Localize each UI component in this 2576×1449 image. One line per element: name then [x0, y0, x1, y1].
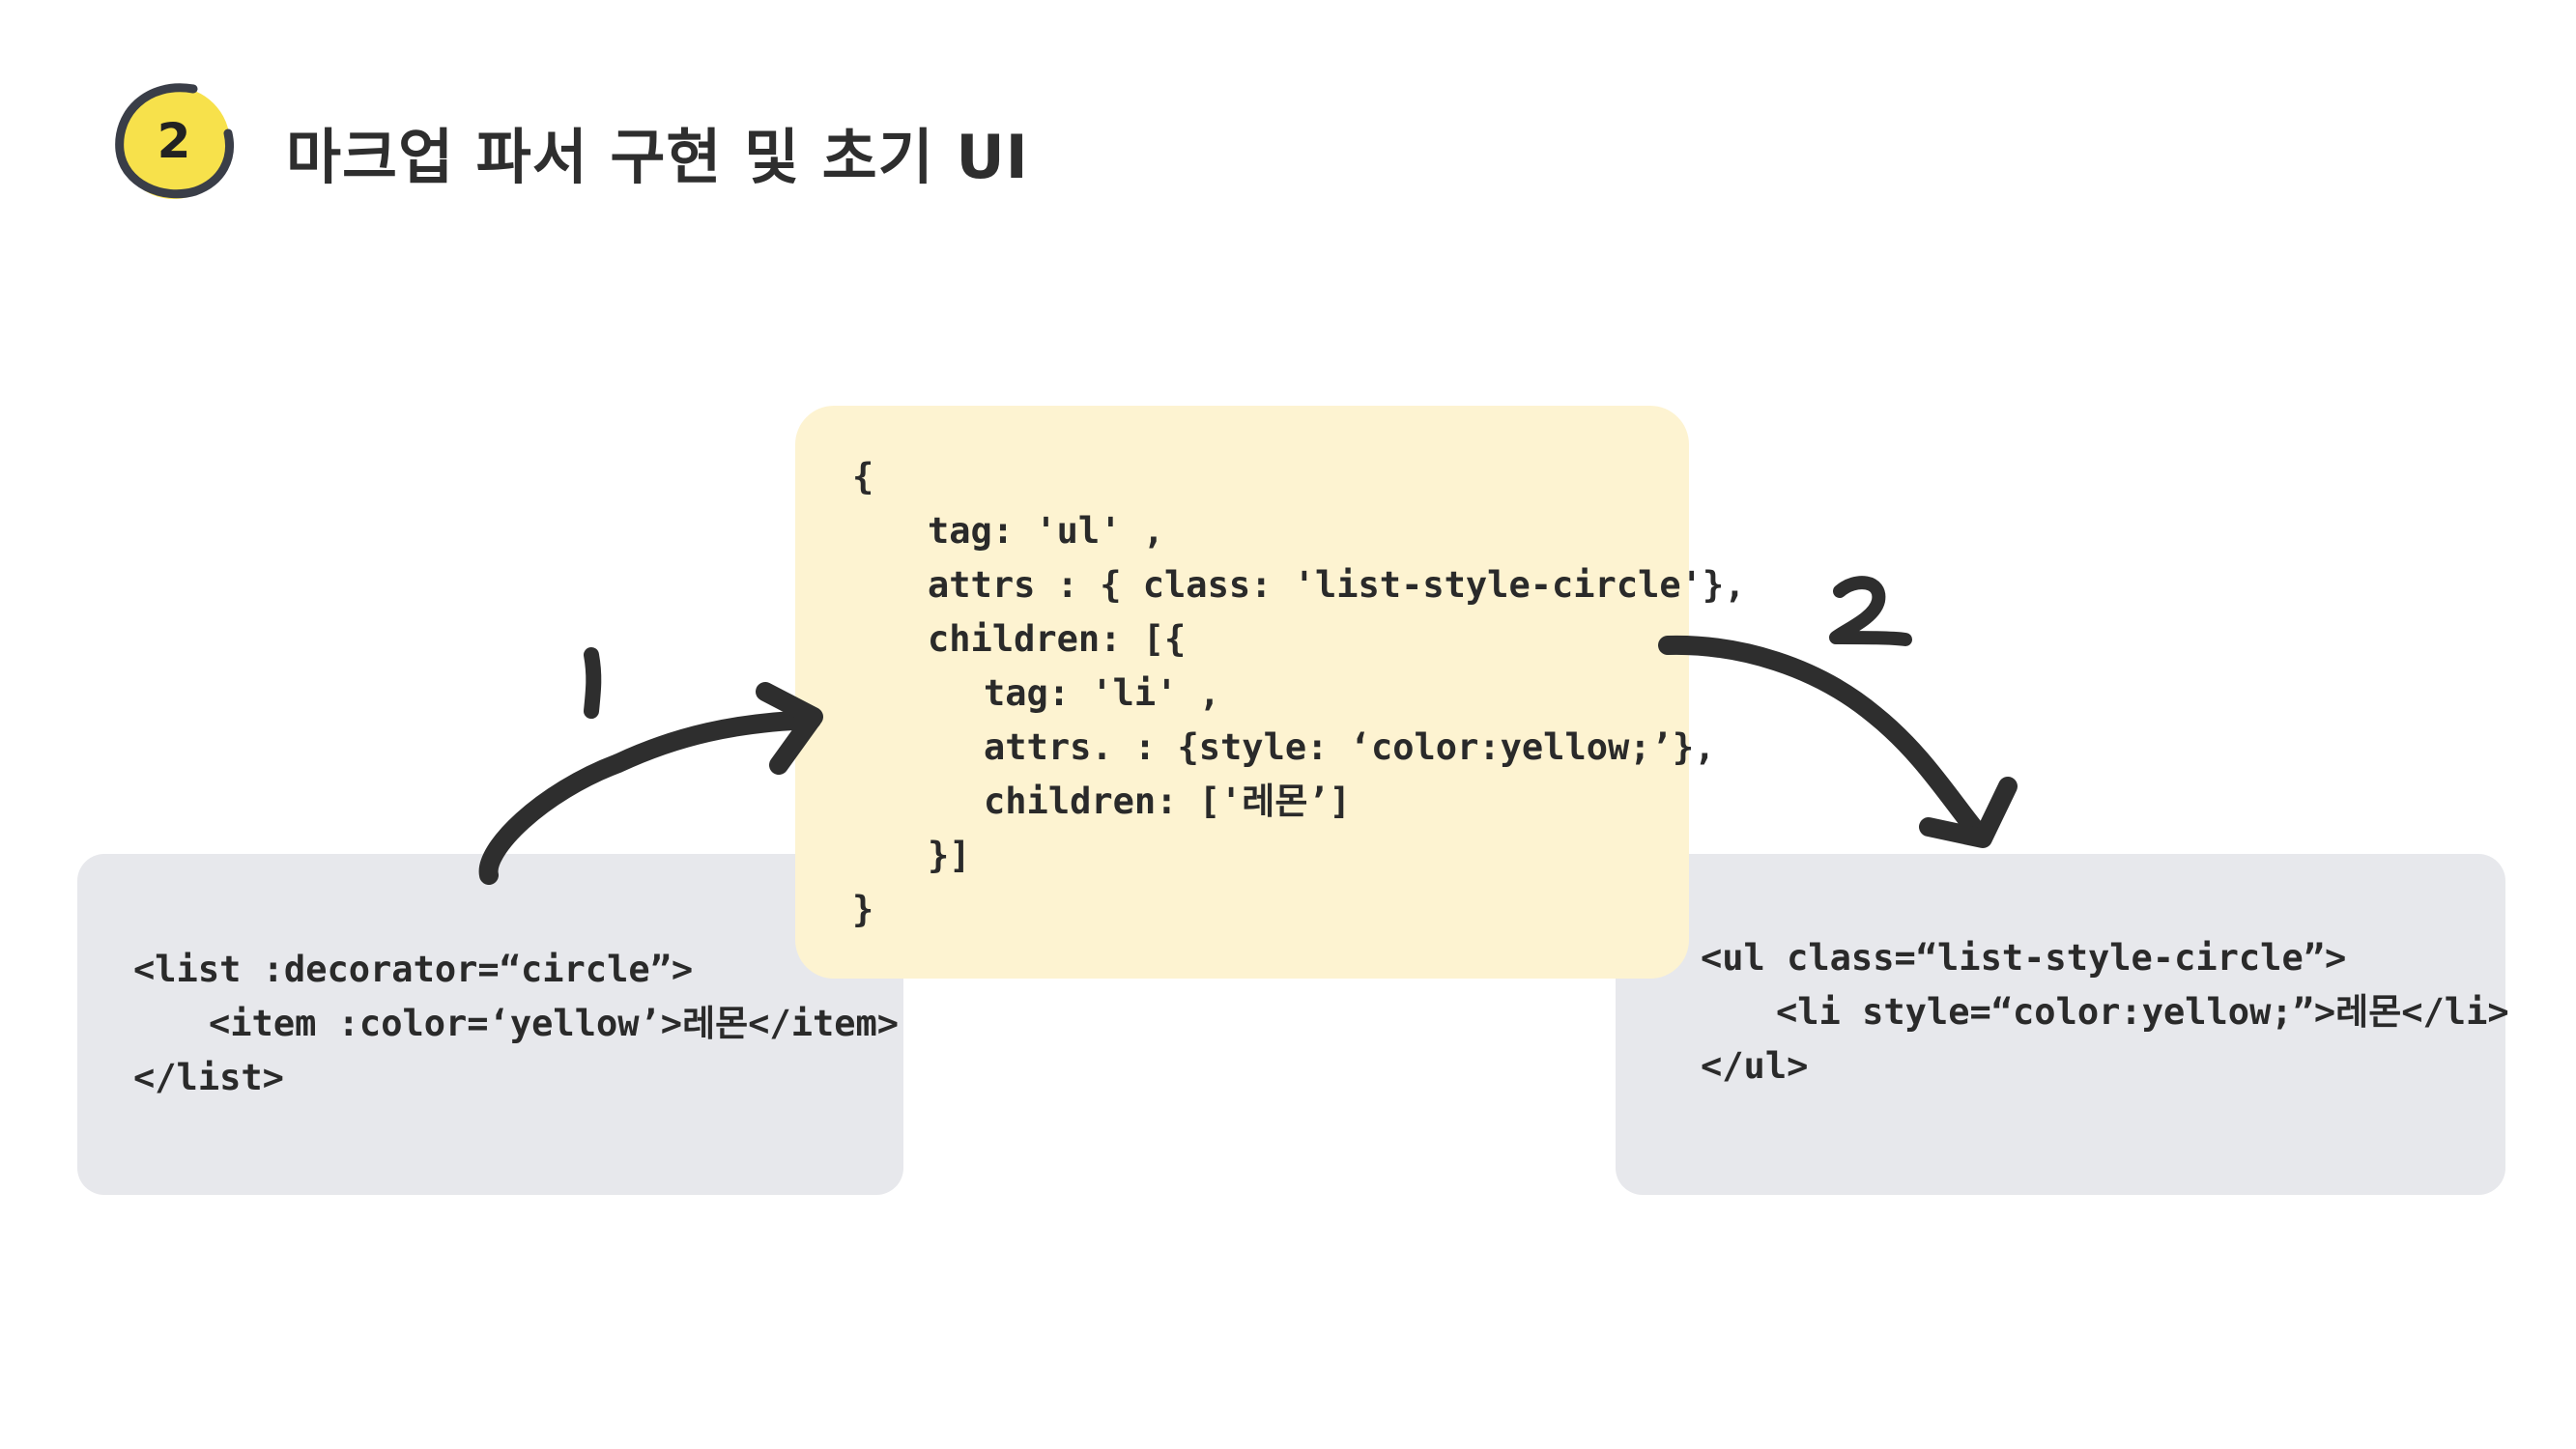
- step1-mark-icon: [584, 647, 602, 719]
- step2-mark-icon: [1829, 576, 1912, 646]
- object-line: children: [{: [928, 618, 1187, 660]
- output-line: <li style=“color:yellow;”>레몬</li>: [1776, 991, 2509, 1033]
- badge-number: 2: [157, 113, 191, 169]
- object-line: tag: 'li' ,: [984, 672, 1221, 714]
- page-title: 마크업 파서 구현 및 초기 UI: [286, 122, 1029, 192]
- source-line: <list :decorator=“circle”>: [133, 949, 694, 990]
- output-line: </ul>: [1701, 1045, 1809, 1087]
- step-badge: 2: [108, 75, 240, 207]
- parsed-object-box: [795, 406, 1689, 979]
- arrow-step1-icon: [478, 710, 821, 885]
- source-markup-box: [77, 854, 903, 1195]
- object-line: }]: [928, 835, 971, 876]
- object-line: children: ['레몬’]: [984, 781, 1351, 822]
- source-line: </list>: [133, 1057, 284, 1098]
- object-line: tag: 'ul' ,: [928, 510, 1165, 552]
- badge-circle-icon: [115, 83, 234, 199]
- object-line: {: [852, 456, 874, 497]
- parsed-object-code: { tag: 'ul' , attrs : { class: 'list-style…: [852, 450, 1745, 937]
- source-line: <item :color=‘yellow’>레몬</item>: [209, 1003, 900, 1044]
- arrowhead-step2-icon: [1919, 777, 2018, 848]
- output-html-box: [1616, 854, 2505, 1195]
- output-line: <ul class=“list-style-circle”>: [1701, 937, 2347, 979]
- source-markup-code: <list :decorator=“circle”> <item :color=‘…: [133, 943, 899, 1105]
- object-line: attrs : { class: 'list-style-circle'},: [928, 564, 1746, 606]
- output-html-code: <ul class=“list-style-circle”> <li style=…: [1701, 931, 2509, 1094]
- object-line: }: [852, 889, 874, 930]
- object-line: attrs. : {style: ‘color:yellow;’},: [984, 726, 1716, 768]
